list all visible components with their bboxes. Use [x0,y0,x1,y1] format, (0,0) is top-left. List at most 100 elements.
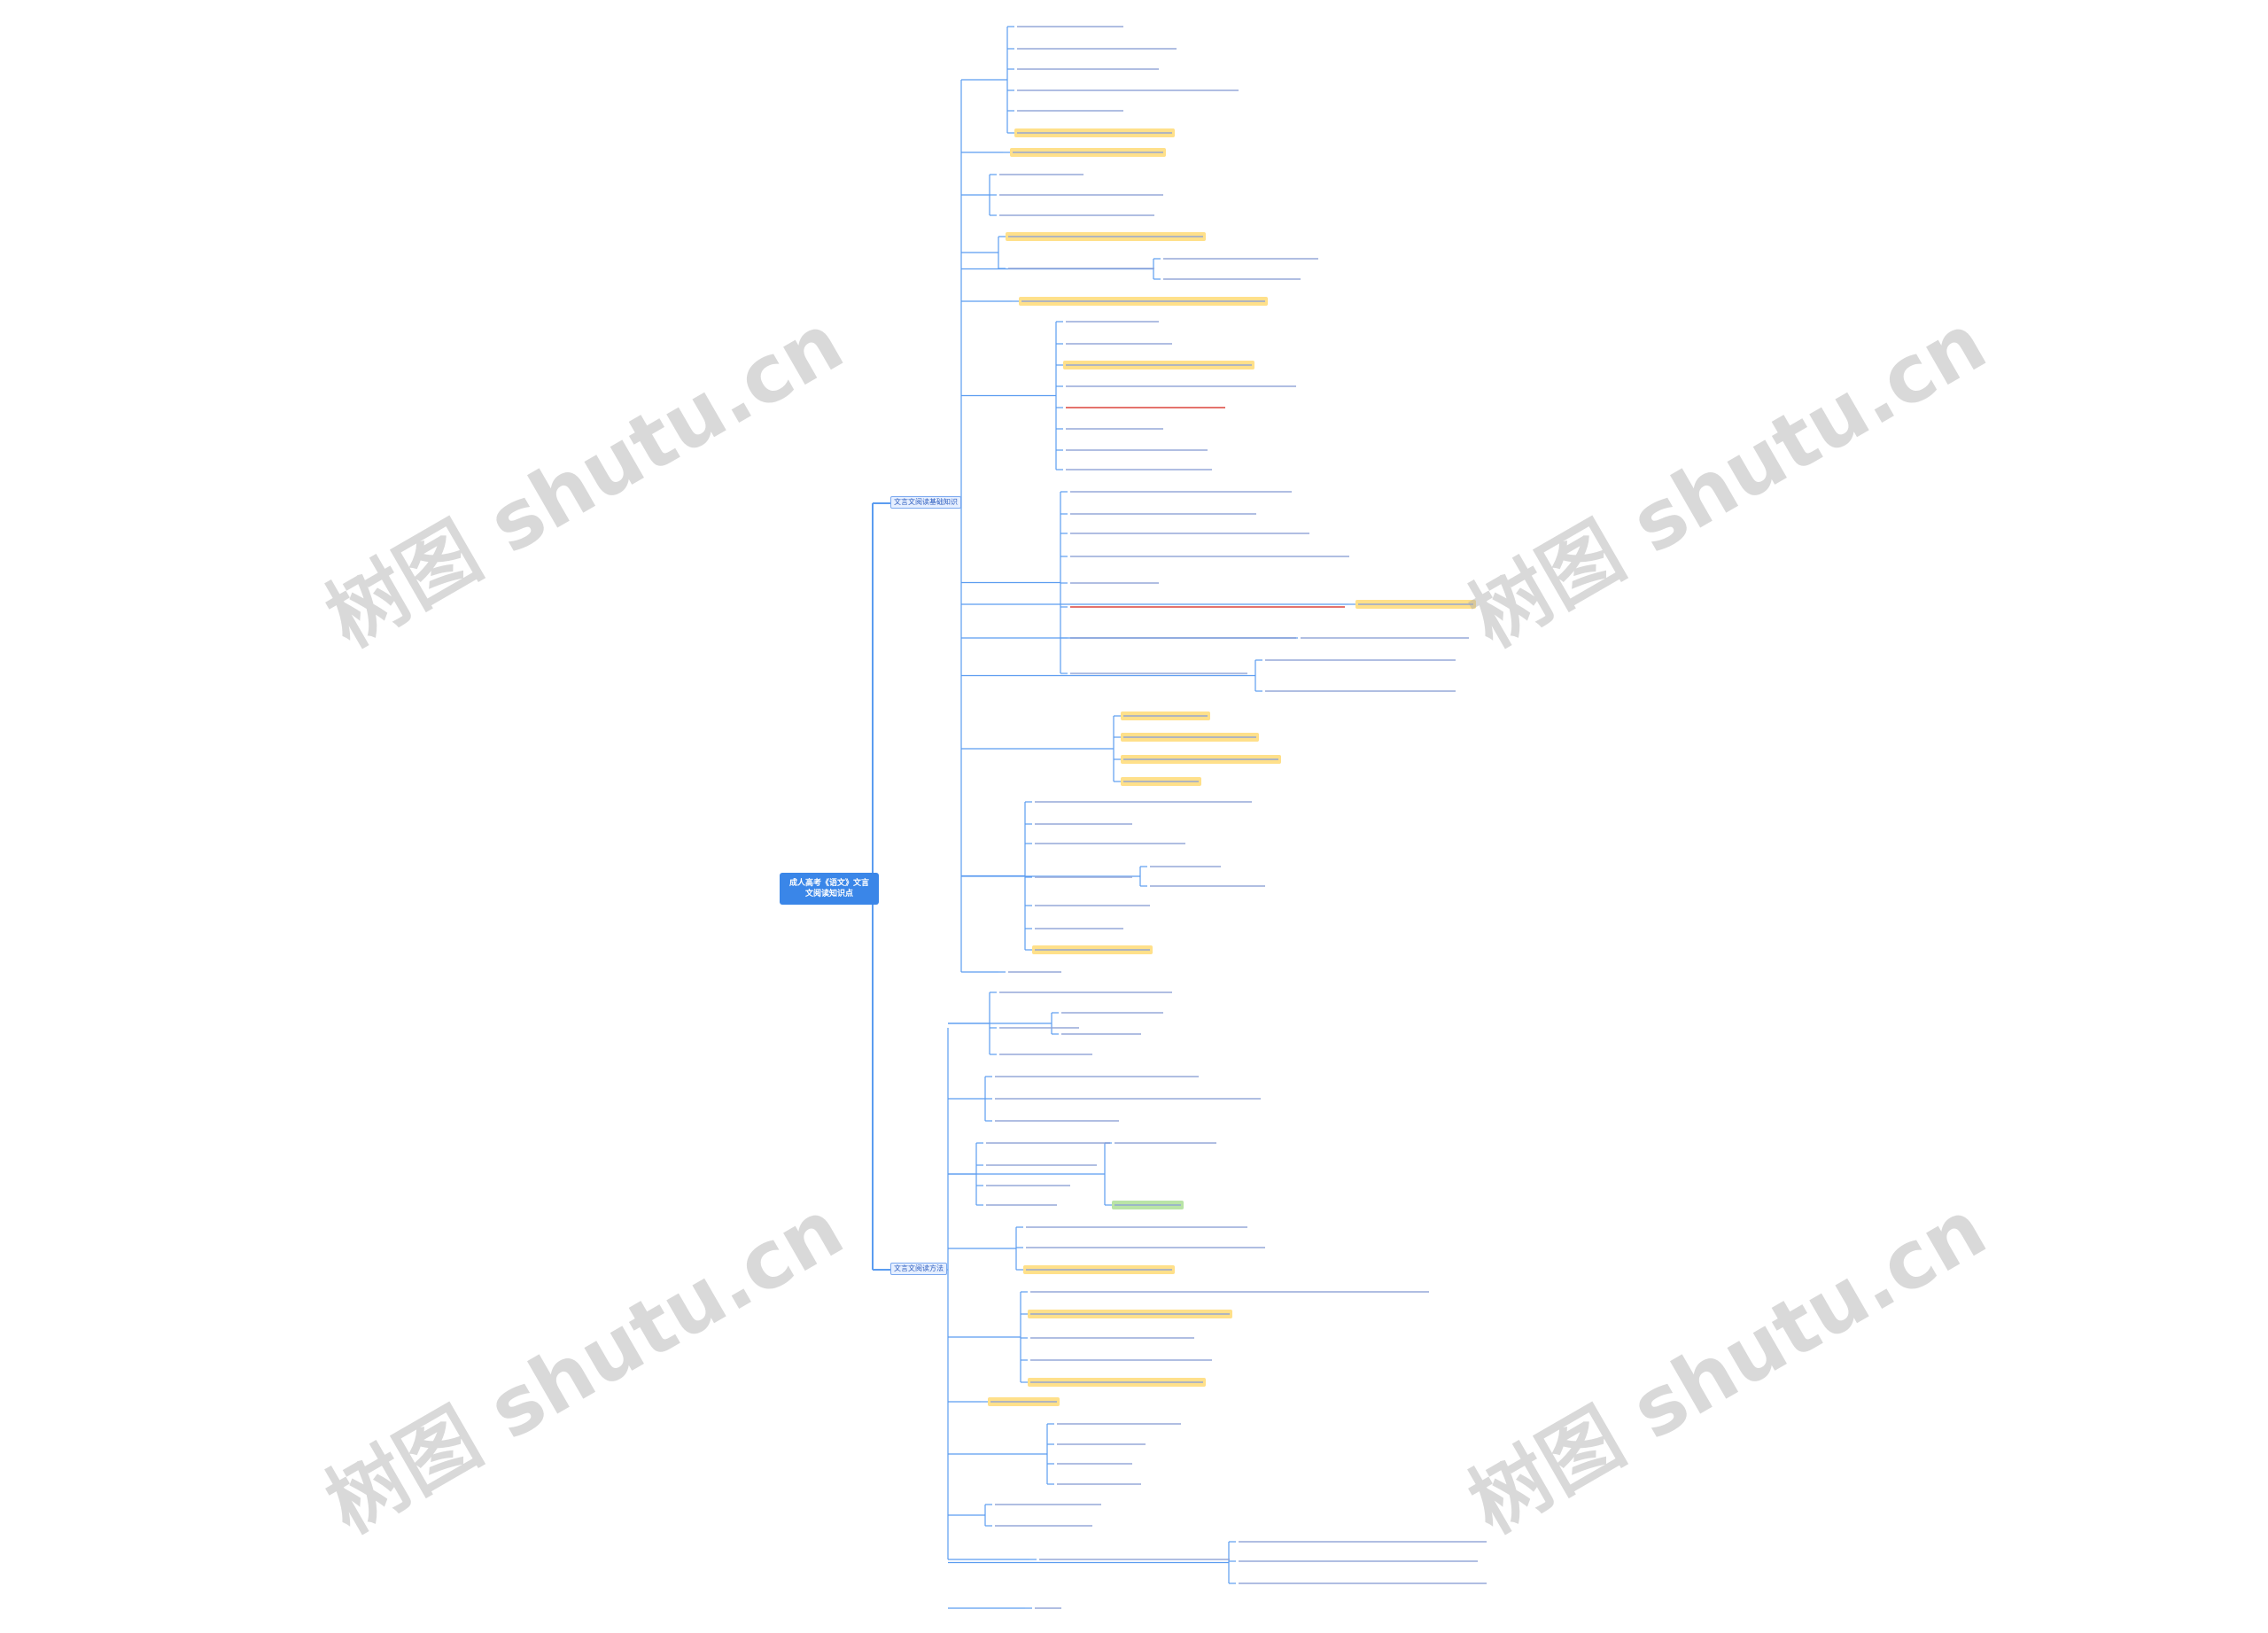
leaf-node[interactable] [1063,339,1175,348]
leaf-node[interactable] [1063,465,1215,474]
leaf-node[interactable] [1023,1243,1268,1252]
leaf-node[interactable] [983,1181,1073,1190]
leaf-node[interactable] [1147,862,1223,871]
root-node[interactable]: 成人高考《语文》文言文阅读知识点 [780,873,879,905]
leaf-node[interactable] [983,1201,1060,1209]
illegible-text-placeholder [1066,407,1225,408]
illegible-text-placeholder [1123,715,1208,717]
leaf-node[interactable] [992,1521,1095,1530]
illegible-text-placeholder [1070,673,1247,674]
leaf-node[interactable] [1068,487,1294,496]
leaf-node[interactable] [1032,924,1126,933]
leaf-node[interactable] [1028,1356,1215,1365]
leaf-node[interactable] [1121,733,1259,742]
leaf-node[interactable] [1006,232,1206,241]
leaf-node[interactable] [983,1161,1099,1170]
leaf-node[interactable] [1032,797,1254,806]
illegible-text-placeholder [1115,1142,1216,1144]
leaf-node[interactable] [1147,882,1268,890]
leaf-node[interactable] [1054,1480,1144,1489]
leaf-node[interactable] [997,1023,1082,1032]
leaf-node[interactable] [1054,1419,1184,1428]
leaf-node[interactable] [1068,634,1299,642]
leaf-node[interactable] [1028,1310,1232,1318]
leaf-node[interactable] [992,1500,1104,1509]
leaf-node[interactable] [1161,275,1303,284]
leaf-node[interactable] [1161,254,1321,263]
leaf-node[interactable] [1037,1555,1232,1564]
leaf-node[interactable] [992,1072,1201,1081]
leaf-node[interactable] [1068,579,1161,587]
illegible-text-placeholder [986,1164,1097,1166]
leaf-node[interactable] [1236,1557,1480,1566]
leaf-node[interactable] [1014,128,1175,137]
leaf-node[interactable] [1063,403,1228,412]
leaf-node[interactable] [1112,1201,1184,1209]
leaf-node[interactable] [1068,552,1352,561]
leaf-node[interactable] [1023,1223,1250,1232]
leaf-node[interactable] [1068,529,1312,538]
leaf-node[interactable] [1236,1537,1489,1546]
leaf-node[interactable] [997,988,1175,997]
leaf-node[interactable] [1014,44,1179,53]
leaf-node[interactable] [1298,634,1472,642]
leaf-node[interactable] [997,211,1157,220]
leaf-node[interactable] [992,1094,1263,1103]
illegible-text-placeholder [986,1204,1057,1206]
illegible-text-placeholder [1017,110,1123,112]
leaf-node[interactable] [997,191,1166,199]
leaf-node[interactable] [988,1397,1060,1406]
leaf-node[interactable] [1014,106,1126,115]
leaf-node[interactable] [1028,1378,1206,1387]
leaf-node[interactable] [1006,968,1064,976]
leaf-node[interactable] [1054,1459,1135,1468]
leaf-node[interactable] [1063,317,1161,326]
leaf-node[interactable] [1068,603,1348,611]
branch-node-methods[interactable]: 文言文阅读方法 [890,1263,947,1275]
illegible-text-placeholder [1066,449,1208,451]
leaf-node[interactable] [1063,361,1254,369]
leaf-node[interactable] [1355,600,1476,609]
leaf-node[interactable] [1032,873,1135,882]
leaf-node[interactable] [1032,839,1188,848]
leaf-node[interactable] [1019,297,1268,306]
leaf-node[interactable] [1063,446,1210,455]
leaf-node[interactable] [997,170,1086,179]
leaf-node[interactable] [1014,86,1241,95]
branch-node-basics[interactable]: 文言文阅读基础知识 [890,496,961,509]
leaf-node[interactable] [1032,945,1153,954]
leaf-node[interactable] [1032,901,1153,910]
leaf-node[interactable] [1236,1579,1489,1588]
leaf-node[interactable] [1028,1287,1432,1296]
illegible-text-placeholder [1057,1423,1181,1425]
leaf-node[interactable] [1014,65,1161,74]
leaf-node[interactable] [997,1050,1095,1059]
leaf-node[interactable] [983,1139,1113,1147]
leaf-node[interactable] [1023,1265,1175,1274]
leaf-node[interactable] [1262,656,1458,665]
illegible-text-placeholder [1301,637,1469,639]
leaf-node[interactable] [1121,712,1210,720]
leaf-node[interactable] [1262,687,1458,696]
leaf-node[interactable] [1063,382,1299,391]
leaf-node[interactable] [1112,1139,1219,1147]
leaf-node[interactable] [1028,1334,1197,1342]
leaf-node[interactable] [1032,820,1135,828]
leaf-node[interactable] [1010,148,1166,157]
leaf-node[interactable] [1014,22,1126,31]
illegible-text-placeholder [995,1504,1101,1505]
leaf-node[interactable] [992,1116,1122,1125]
leaf-node[interactable] [1068,509,1259,518]
leaf-node[interactable] [1121,755,1281,764]
leaf-node[interactable] [1059,1008,1166,1017]
illegible-text-placeholder [986,1142,1110,1144]
leaf-node[interactable] [1063,424,1166,433]
illegible-text-placeholder [1115,1204,1181,1206]
leaf-node[interactable] [1121,777,1201,786]
leaf-node[interactable] [1032,1604,1064,1613]
leaf-node[interactable] [1006,264,1157,273]
leaf-node[interactable] [1068,669,1250,678]
illegible-text-placeholder [1239,1582,1487,1584]
leaf-node[interactable] [1059,1030,1144,1038]
leaf-node[interactable] [1054,1440,1148,1449]
